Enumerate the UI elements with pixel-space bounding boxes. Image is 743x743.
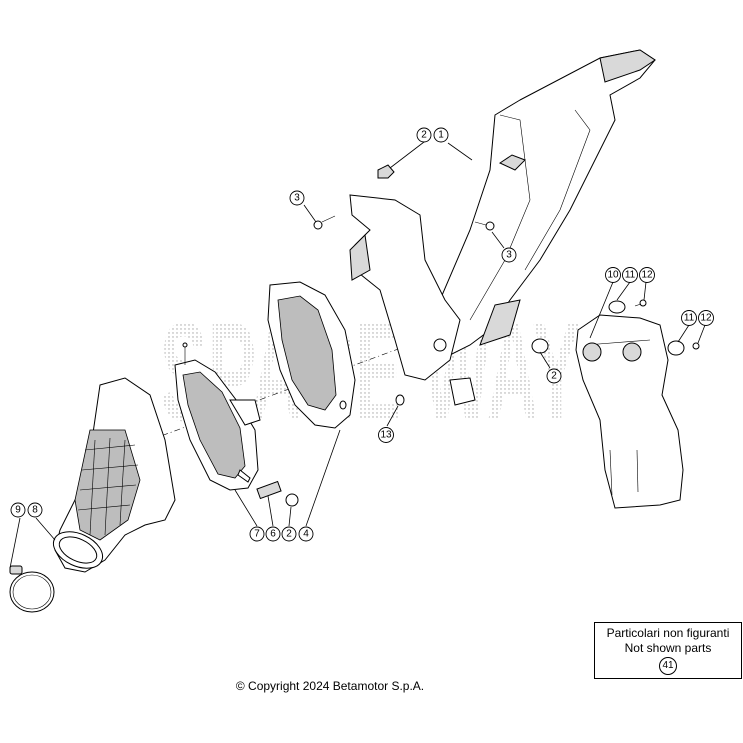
svg-text:2: 2 (551, 371, 557, 382)
callout-9: 9 (10, 502, 26, 518)
notes-line-italian: Particolari non figuranti (606, 626, 730, 640)
callout-1: 1 (433, 127, 449, 143)
callout-7: 7 (249, 526, 265, 542)
svg-text:9: 9 (15, 505, 21, 516)
rear-subframe (349, 49, 656, 406)
svg-text:3: 3 (294, 193, 300, 204)
callout-6: 6 (265, 526, 281, 542)
air-intake-boot (52, 377, 176, 573)
svg-text:1: 1 (438, 130, 444, 141)
svg-text:4: 4 (303, 529, 309, 540)
callout-3-right: 3 (501, 247, 517, 263)
hose-clamp (9, 565, 55, 613)
callout-3-left: 3 (289, 190, 305, 206)
leader-lines (9, 141, 706, 569)
callout-11-upper: 11 (622, 267, 638, 283)
svg-text:11: 11 (684, 313, 695, 324)
callout-2-right: 2 (546, 368, 562, 384)
filter-cage (174, 342, 261, 491)
svg-text:13: 13 (380, 430, 392, 441)
svg-text:11: 11 (625, 270, 636, 281)
svg-text:10: 10 (607, 270, 619, 281)
notes-part-number: 41 (659, 657, 677, 675)
svg-text:8: 8 (32, 505, 38, 516)
callout-10: 10 (605, 267, 621, 283)
callout-11-lower: 11 (681, 310, 697, 326)
air-filter-element (267, 281, 356, 429)
callout-8: 8 (27, 502, 43, 518)
callout-2-bottom: 2 (281, 526, 297, 542)
side-cover-panel (575, 314, 684, 509)
svg-text:3: 3 (506, 250, 512, 261)
copyright-text: © Copyright 2024 Betamotor S.p.A. (235, 679, 425, 693)
svg-text:12: 12 (700, 313, 712, 324)
callout-12-lower: 12 (698, 310, 714, 326)
svg-text:2: 2 (421, 130, 427, 141)
svg-text:6: 6 (270, 529, 276, 540)
callout-12-upper: 12 (639, 267, 655, 283)
callout-4: 4 (298, 526, 314, 542)
notes-line-english: Not shown parts (624, 641, 712, 655)
callout-13: 13 (378, 427, 394, 443)
not-shown-parts-box: Particolari non figuranti Not shown part… (594, 622, 742, 679)
fasteners (313, 164, 700, 406)
svg-text:7: 7 (254, 529, 260, 540)
callout-2-top: 2 (416, 127, 432, 143)
svg-text:2: 2 (286, 529, 292, 540)
clip-parts (237, 469, 299, 507)
svg-text:12: 12 (641, 270, 653, 281)
